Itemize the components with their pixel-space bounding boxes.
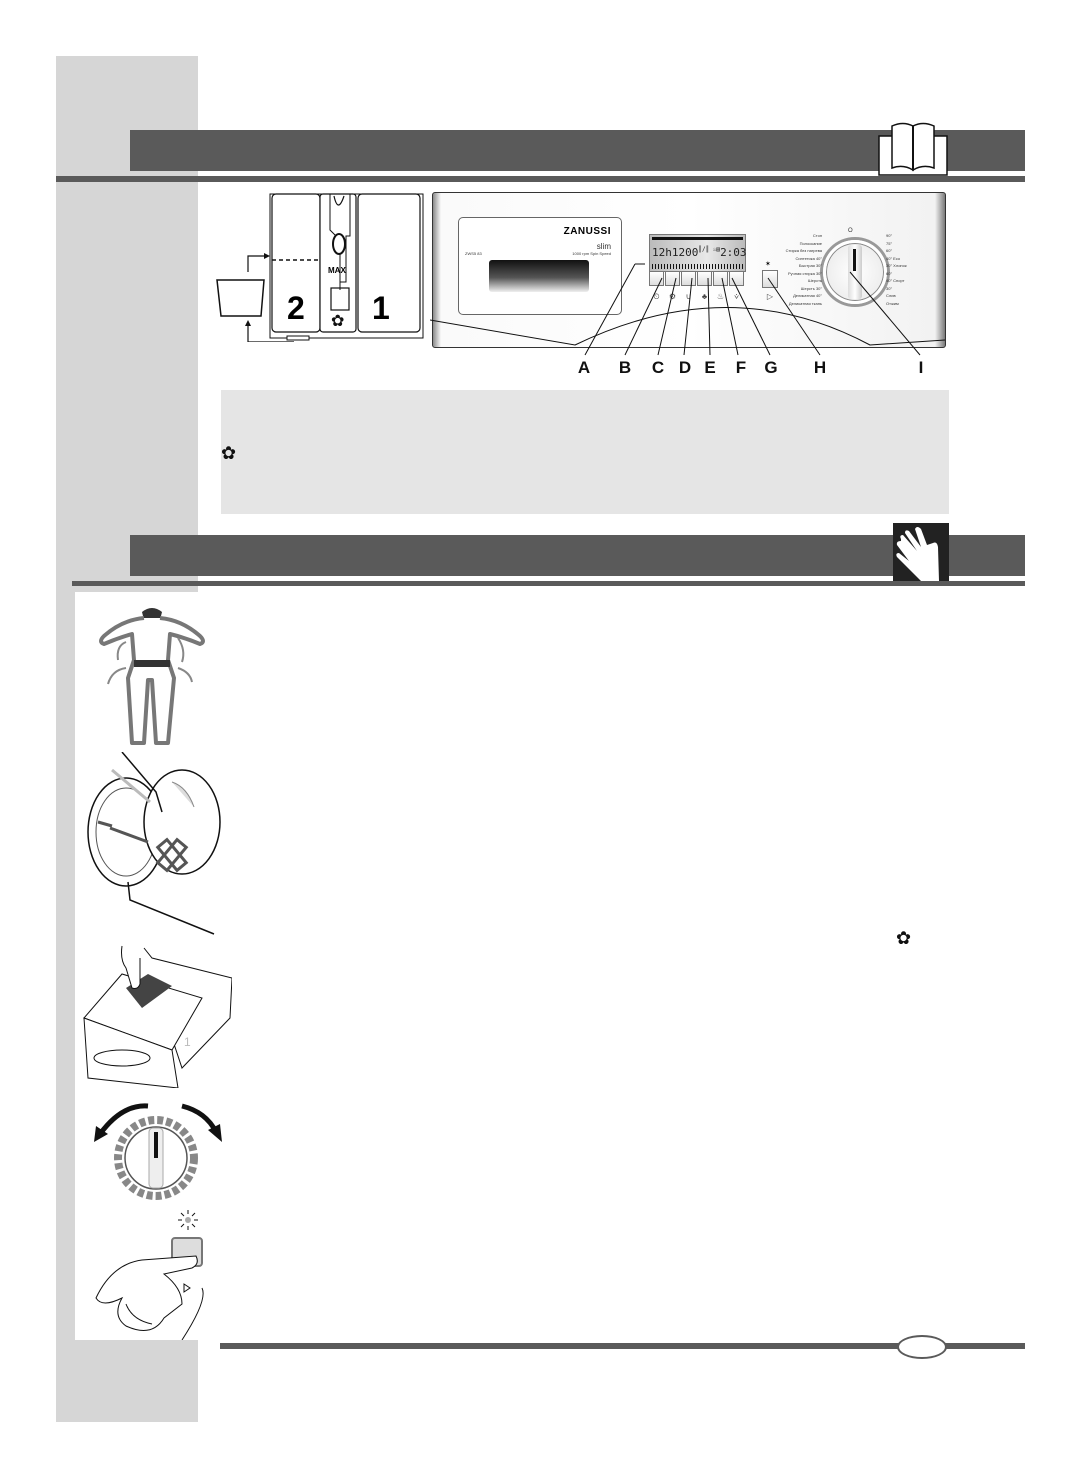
lcd-display: 12h 1200 ║/║ ♨▤ 2:03 [649, 234, 747, 272]
dial-label: Отжим [886, 300, 899, 306]
dial-label: Быстрая 30° [798, 263, 822, 268]
footer-rule [220, 1343, 1025, 1349]
dial-label: Слив [886, 293, 896, 298]
callout-h: H [813, 358, 827, 377]
dial-labels-right: 90° 75° 60° 40° Eco 30° Хлопок 60° 40° С… [886, 232, 936, 307]
compartment-1-label: 1 [372, 290, 390, 326]
step1-illustration-pockets [82, 598, 222, 748]
step2-illustration-drum [82, 752, 222, 937]
dial-label: Полоскание [799, 240, 822, 246]
detergent-drawer-front[interactable]: ZANUSSI slim ZWS5 83 1000 rpm Spin Speed [458, 217, 622, 315]
drawer-handle[interactable] [489, 260, 589, 292]
time-readout: 2:03 [720, 246, 747, 259]
dial-label: 40° Спорт [886, 278, 905, 283]
dial-knob[interactable] [848, 245, 862, 299]
step3-illustration-detergent: 1 [82, 938, 232, 1088]
spin-button[interactable] [665, 271, 680, 286]
easy-iron-button[interactable] [729, 271, 744, 286]
flower-icon: ✿ [221, 443, 237, 463]
svg-text:1: 1 [184, 1035, 191, 1049]
softener-flower-icon: ✿ [331, 313, 345, 330]
delay-readout: 12h [652, 246, 672, 259]
section2-rule [72, 581, 1025, 586]
dial-label: Деликатная ткань [788, 300, 822, 306]
model-label: ZWS5 83 [465, 251, 482, 256]
detergent-dispenser-diagram: MAX 2 1 ✿ [212, 192, 427, 342]
spin-readout: 1200 [671, 246, 699, 259]
callout-b: B [618, 358, 632, 377]
callout-g: G [764, 358, 778, 377]
dial-label: 40° Eco [886, 255, 901, 261]
dial-label: 30° [886, 285, 893, 291]
dial-label: 60° [886, 248, 893, 253]
lcd-top-bar [652, 237, 743, 240]
callout-i: I [918, 358, 924, 377]
program-selector-dial[interactable] [823, 240, 887, 304]
stain-icon: ♣ [701, 292, 708, 301]
book-icon [878, 118, 948, 176]
option-button-f[interactable] [713, 271, 728, 286]
lcd-readout: 12h 1200 ║/║ ♨▤ 2:03 [652, 246, 747, 259]
dial-indicator [853, 249, 856, 271]
dial-label: 30° Хлопок [886, 263, 907, 268]
start-icon: ▷ [766, 292, 774, 301]
dial-off-label: O [848, 228, 853, 234]
start-pause-button[interactable] [762, 270, 778, 288]
hand-icon [893, 523, 949, 581]
callout-lines [430, 263, 946, 356]
series-label: slim [596, 242, 611, 251]
callout-c: C [651, 358, 665, 377]
info-box: ✿ [221, 390, 949, 514]
page-number-oval [897, 1335, 947, 1359]
max-label: MAX [328, 266, 346, 275]
iron-icon: ⩒ [734, 292, 739, 301]
callout-e: E [704, 358, 716, 377]
dial-label: Деликатная 40° [793, 293, 822, 298]
section2-header-bar [130, 535, 1025, 576]
dial-label: Синтетика 40° [795, 255, 823, 261]
dial-labels-left: Стоп Полоскание Стирка без нагрева Синте… [776, 232, 822, 307]
dial-label: 60° [886, 270, 893, 276]
dial-label: Стирка без нагрева [785, 248, 822, 253]
step4-illustration-dial [82, 1094, 222, 1204]
section1-header-bar [130, 130, 1025, 171]
rinse-hold-icon: ∪ [685, 292, 692, 301]
dial-label: Шерсть 30° [800, 285, 822, 291]
callout-a: A [577, 358, 591, 377]
status-icons: ║/║ ♨▤ [698, 246, 721, 253]
brand-logo: ZANUSSI [563, 226, 611, 237]
dial-label: Ручная стирка 30° [788, 270, 822, 276]
step3-flower-icon: ✿ [896, 928, 912, 948]
prewash-icon: ♨ [716, 292, 725, 301]
dial-label: Шерсть [807, 278, 822, 283]
dial-label: Стоп [812, 233, 822, 238]
step5-illustration-start [82, 1208, 222, 1340]
start-lamp-icon: ✶ [765, 261, 771, 268]
dial-label: 75° [886, 240, 893, 246]
callout-f: F [735, 358, 747, 377]
spin-icon: ⚙ [668, 292, 677, 301]
callout-d: D [678, 358, 692, 377]
progress-ticks [652, 264, 743, 269]
section1-rule [56, 176, 1025, 182]
compartment-2-label: 2 [287, 290, 305, 326]
timer-icon: ⏲ [653, 292, 660, 301]
spin-speed-label: 1000 rpm Spin Speed [572, 251, 611, 256]
dial-label: 90° [886, 233, 893, 238]
option-button-d[interactable] [681, 271, 696, 286]
